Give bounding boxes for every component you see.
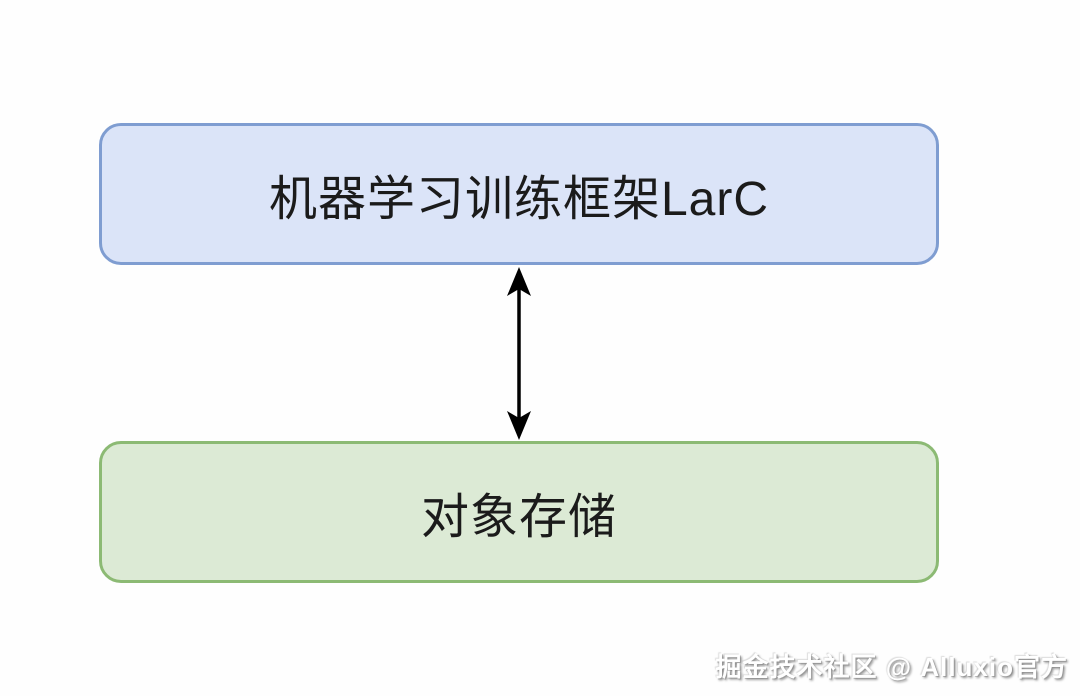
node-object-storage: 对象存储	[99, 441, 939, 583]
watermark: 掘金技术社区 @ Alluxio官方	[715, 652, 1068, 682]
node-ml-training-framework: 机器学习训练框架LarC	[99, 123, 939, 265]
node-ml-training-framework-label: 机器学习训练框架LarC	[268, 173, 770, 226]
node-object-storage-label: 对象存储	[420, 491, 617, 544]
bidirectional-arrow-icon	[507, 267, 531, 440]
